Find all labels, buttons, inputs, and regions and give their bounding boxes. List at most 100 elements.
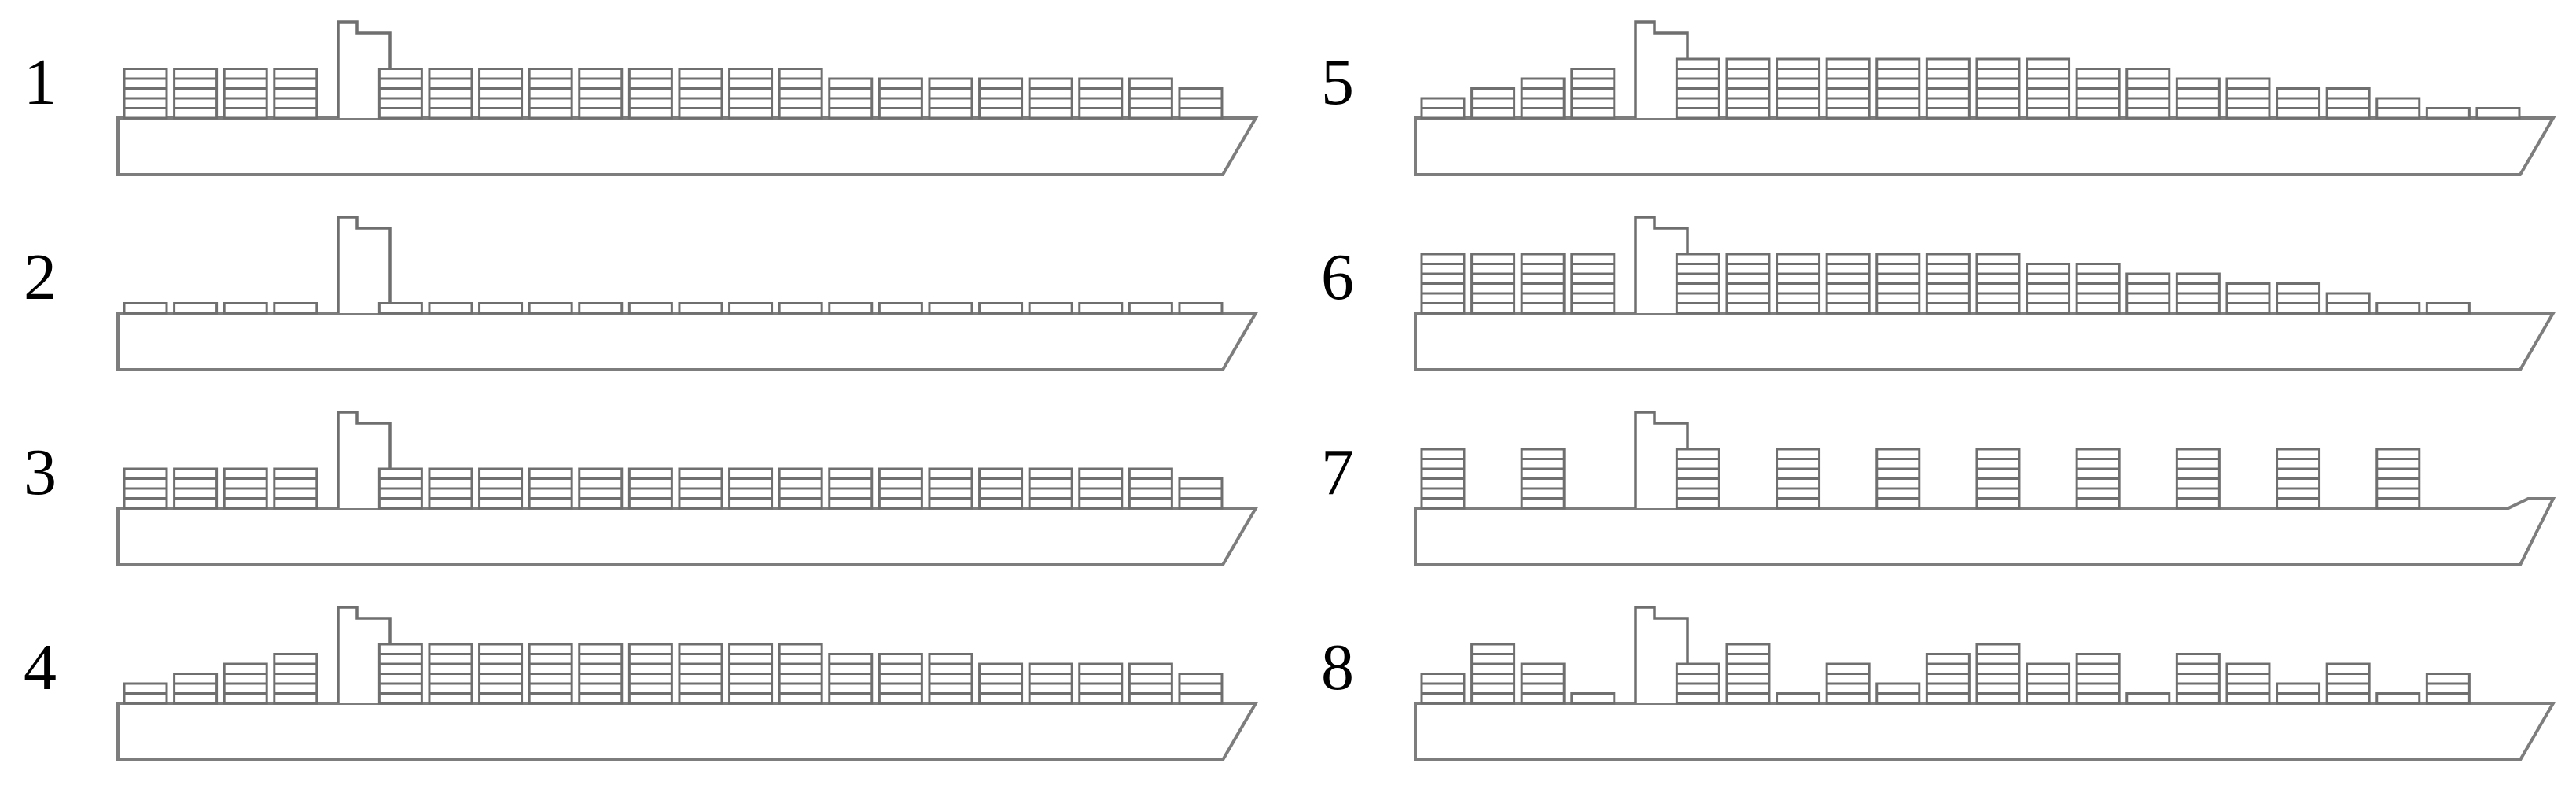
hull [1414,497,2556,566]
container-bay [678,302,723,315]
container-bay [678,467,723,510]
deckhouse [337,411,392,508]
container-stack [578,68,624,120]
container-bay [2175,272,2221,315]
container-stack [173,68,219,120]
container-bay [1420,253,1466,315]
ship-label: 7 [1321,436,1354,509]
container-bay [2375,97,2421,120]
container-bay [478,68,524,120]
container-bay [377,643,423,705]
container-bay [928,302,973,315]
container-bay [578,302,624,315]
container-stack [878,302,923,315]
container-bay [2175,653,2221,705]
container-bay [528,643,573,705]
container-stack [2075,263,2121,315]
ship-label: 8 [1321,631,1354,704]
container-bay [1975,57,2021,120]
ship-label: 3 [24,436,57,509]
container-bay [1178,673,1224,705]
container-stack [1776,692,1821,705]
container-bay [528,68,573,120]
container-bay [1128,467,1173,510]
container-bay [1128,662,1173,705]
container-stack [578,302,624,315]
container-stack [1570,692,1616,705]
container-bay [878,467,923,510]
container-bay [1725,57,1771,120]
container-bay [2125,272,2171,315]
container-stack [2325,87,2371,120]
container-bay [1875,682,1921,705]
deckhouse [1634,216,1689,313]
container-bay [2075,263,2121,315]
container-bay [1520,253,1566,315]
container-bay [578,467,624,510]
hull [1414,702,2556,761]
container-bay [2276,87,2321,120]
container-bay [828,467,874,510]
container-bay [728,68,774,120]
container-stack [2425,673,2471,705]
container-bay [1925,57,1971,120]
container-bay [1128,302,1173,315]
container-stack [223,68,268,120]
container-bay [273,68,318,120]
container-bay [528,302,573,315]
container-bay [273,467,318,510]
container-bay [1570,253,1616,315]
container-bay [1078,302,1124,315]
container-stack [2225,282,2271,315]
container-stack [728,302,774,315]
container-stack [2375,302,2421,315]
container-stack [273,302,318,315]
container-bay [1675,662,1720,705]
container-stack [828,302,874,315]
container-stack [223,302,268,315]
container-bay [123,68,168,120]
container-bay [2026,57,2071,120]
container-bay [273,653,318,705]
container-bay [2175,77,2221,120]
container-stack [627,302,673,315]
container-bay [123,302,168,315]
container-bay [528,467,573,510]
container-bay [2325,87,2371,120]
container-stack [2125,692,2171,705]
container-bay [1520,662,1566,705]
container-bay [377,302,423,315]
container-bay [2375,302,2421,315]
container-bay [1178,302,1224,315]
deckhouse [337,216,392,313]
container-bay [1028,302,1073,315]
container-stack [978,302,1024,315]
container-bay [1825,662,1871,705]
container-stack [2026,263,2071,315]
container-bay [2375,448,2421,510]
container-bay [1925,253,1971,315]
container-bay [428,302,473,315]
container-bay [1420,448,1466,510]
ship-5: 5 [1321,20,2556,176]
container-bay [828,302,874,315]
container-stack [678,302,723,315]
container-bay [2425,302,2471,315]
container-bay [778,467,823,510]
container-bay [1776,448,1821,510]
container-stack [1420,673,1466,705]
container-bay [2225,282,2271,315]
container-bay [1975,643,2021,705]
container-bay [1975,253,2021,315]
container-stack [1128,302,1173,315]
container-bay [1725,253,1771,315]
container-bay [2075,653,2121,705]
container-bay [878,77,923,120]
container-bay [728,467,774,510]
hull [1414,312,2556,371]
container-stack [528,68,573,120]
container-stack [928,302,973,315]
container-bay [2225,662,2271,705]
container-stack [2276,282,2321,315]
